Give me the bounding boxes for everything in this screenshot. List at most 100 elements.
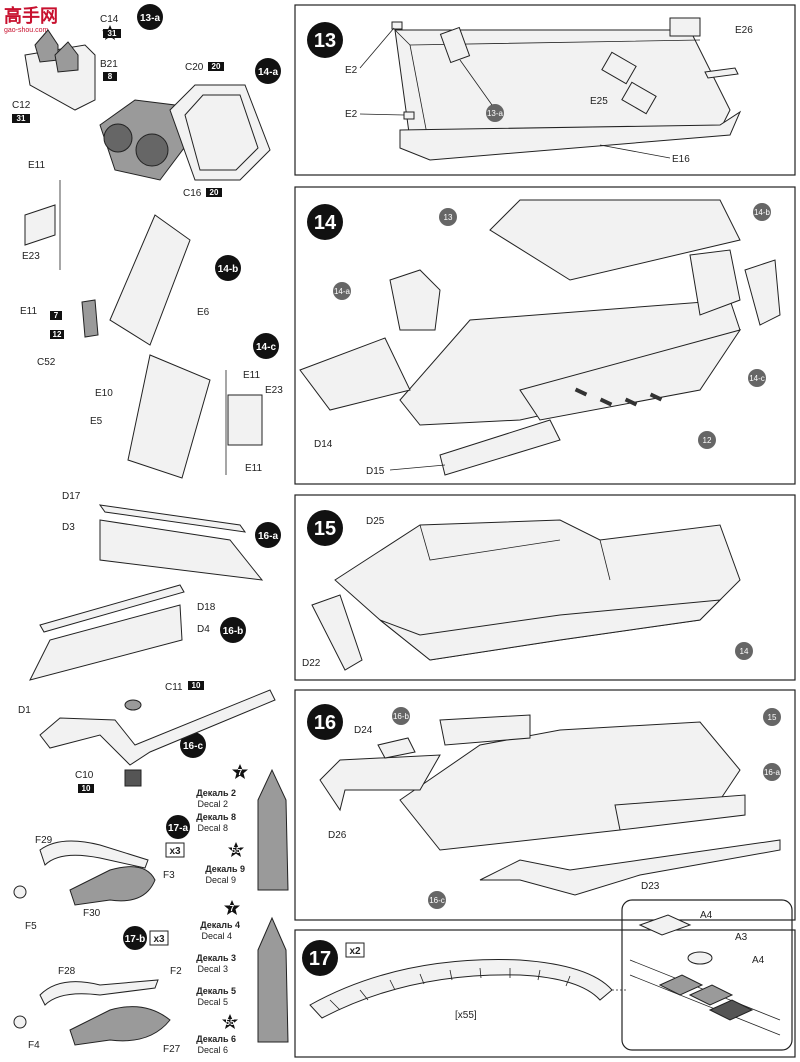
substep-17b: 17-b x3 F28 F2 F4 F27	[13, 926, 182, 1055]
svg-text:F30: F30	[83, 908, 101, 919]
svg-text:F29: F29	[35, 835, 53, 846]
svg-text:D15: D15	[366, 466, 385, 477]
svg-text:C14: C14	[100, 14, 119, 25]
step15: 15 14 D25 D22	[302, 510, 753, 671]
shell-bottom: 7 55 Декаль 4 Decal 4 Декаль 3 Decal 3 Д…	[196, 900, 289, 1055]
svg-text:D25: D25	[366, 516, 385, 527]
svg-text:E11: E11	[245, 463, 262, 474]
svg-text:Декаль 3: Декаль 3	[196, 953, 236, 963]
svg-text:17-b: 17-b	[125, 934, 146, 945]
svg-text:31: 31	[17, 114, 26, 123]
svg-text:C20: C20	[185, 62, 204, 73]
svg-text:Decal 3: Decal 3	[197, 964, 228, 974]
step17: 17 x2 [x55] A4 A3 A4	[302, 899, 793, 1051]
svg-text:D24: D24	[354, 725, 373, 736]
svg-text:E11: E11	[243, 370, 260, 381]
step17-frame	[294, 929, 796, 1058]
svg-text:17-a: 17-a	[168, 823, 188, 834]
svg-text:Декаль 6: Декаль 6	[196, 1034, 236, 1044]
substep-14c: 14-c E10 E5 E11 E23 E11	[90, 333, 283, 479]
svg-text:E23: E23	[265, 385, 283, 396]
svg-text:12: 12	[703, 436, 712, 445]
svg-text:10: 10	[192, 681, 201, 690]
svg-text:Decal 9: Decal 9	[205, 875, 236, 885]
svg-text:Decal 4: Decal 4	[201, 931, 232, 941]
substep-14b: 14-b E11 E23 E6 E11 7 12 C52	[20, 160, 241, 368]
svg-text:D1: D1	[18, 705, 31, 716]
svg-text:高手网: 高手网	[4, 5, 58, 26]
svg-text:16-a: 16-a	[258, 531, 278, 542]
svg-text:C52: C52	[37, 357, 56, 368]
svg-text:D23: D23	[641, 881, 660, 892]
svg-text:16-b: 16-b	[393, 712, 410, 721]
svg-text:E11: E11	[28, 160, 45, 171]
svg-text:E2: E2	[345, 65, 358, 76]
svg-text:16-c: 16-c	[183, 741, 203, 752]
svg-text:D14: D14	[314, 439, 333, 450]
svg-text:16-a: 16-a	[764, 768, 781, 777]
svg-text:7: 7	[230, 904, 235, 913]
svg-text:15: 15	[314, 518, 336, 540]
svg-text:16: 16	[314, 712, 336, 734]
svg-text:D18: D18	[197, 602, 216, 613]
svg-text:55: 55	[226, 1018, 235, 1027]
substep-17a: 17-a x3 F29 F3 F5 F30	[13, 815, 190, 932]
svg-text:D26: D26	[328, 830, 347, 841]
svg-text:C16: C16	[183, 188, 202, 199]
svg-text:14-a: 14-a	[334, 287, 351, 296]
svg-text:gao-shou.com: gao-shou.com	[4, 27, 49, 34]
step16: 16 16-b 15 16-a 16-c D24 D26 D23	[307, 704, 781, 909]
svg-text:10: 10	[82, 784, 91, 793]
svg-text:14-b: 14-b	[754, 208, 771, 217]
svg-text:x2: x2	[349, 946, 361, 957]
svg-text:17: 17	[309, 948, 331, 970]
svg-text:x3: x3	[169, 846, 181, 857]
svg-text:Декаль 8: Декаль 8	[196, 812, 236, 822]
step14: 14 13 14-a 14-b 14-c 12 D14 D15	[299, 199, 781, 477]
svg-text:C11: C11	[165, 682, 183, 693]
svg-text:16-c: 16-c	[429, 896, 445, 905]
svg-text:31: 31	[108, 29, 117, 38]
svg-text:D4: D4	[197, 624, 210, 635]
svg-text:15: 15	[768, 713, 777, 722]
svg-text:B21: B21	[100, 59, 118, 70]
svg-text:A3: A3	[735, 932, 748, 943]
svg-text:12: 12	[53, 330, 62, 339]
svg-text:Декаль 4: Декаль 4	[200, 920, 240, 930]
substep-16c: 16-c C11 10 D1 C10 10	[18, 681, 276, 793]
svg-text:D3: D3	[62, 522, 75, 533]
svg-text:E6: E6	[197, 307, 210, 318]
step13-frame	[294, 4, 796, 176]
svg-text:E25: E25	[590, 96, 608, 107]
svg-text:14-b: 14-b	[218, 264, 239, 275]
svg-text:20: 20	[210, 188, 219, 197]
svg-text:D17: D17	[62, 491, 81, 502]
step14-frame	[294, 186, 796, 485]
svg-text:Decal 8: Decal 8	[197, 823, 228, 833]
svg-text:F28: F28	[58, 966, 76, 977]
svg-text:Decal 5: Decal 5	[197, 997, 228, 1007]
svg-text:E11: E11	[20, 306, 37, 317]
svg-text:A4: A4	[700, 910, 713, 921]
svg-text:8: 8	[108, 72, 113, 81]
svg-text:x3: x3	[153, 934, 165, 945]
svg-text:16-b: 16-b	[223, 626, 244, 637]
svg-text:F5: F5	[25, 921, 37, 932]
step16-frame	[294, 689, 796, 921]
svg-text:14: 14	[314, 212, 337, 234]
svg-text:20: 20	[212, 62, 221, 71]
svg-text:14-a: 14-a	[258, 67, 278, 78]
svg-text:[x55]: [x55]	[455, 1010, 477, 1021]
svg-text:E10: E10	[95, 388, 113, 399]
svg-text:Decal 6: Decal 6	[197, 1045, 228, 1055]
svg-text:Декаль 2: Декаль 2	[196, 788, 236, 798]
svg-text:E26: E26	[735, 25, 753, 36]
svg-text:E23: E23	[22, 251, 40, 262]
svg-text:55: 55	[232, 846, 241, 855]
svg-text:D22: D22	[302, 658, 321, 669]
step15-frame	[294, 494, 796, 681]
svg-text:Декаль 9: Декаль 9	[205, 864, 245, 874]
svg-text:13: 13	[444, 213, 453, 222]
svg-text:13: 13	[314, 30, 336, 52]
